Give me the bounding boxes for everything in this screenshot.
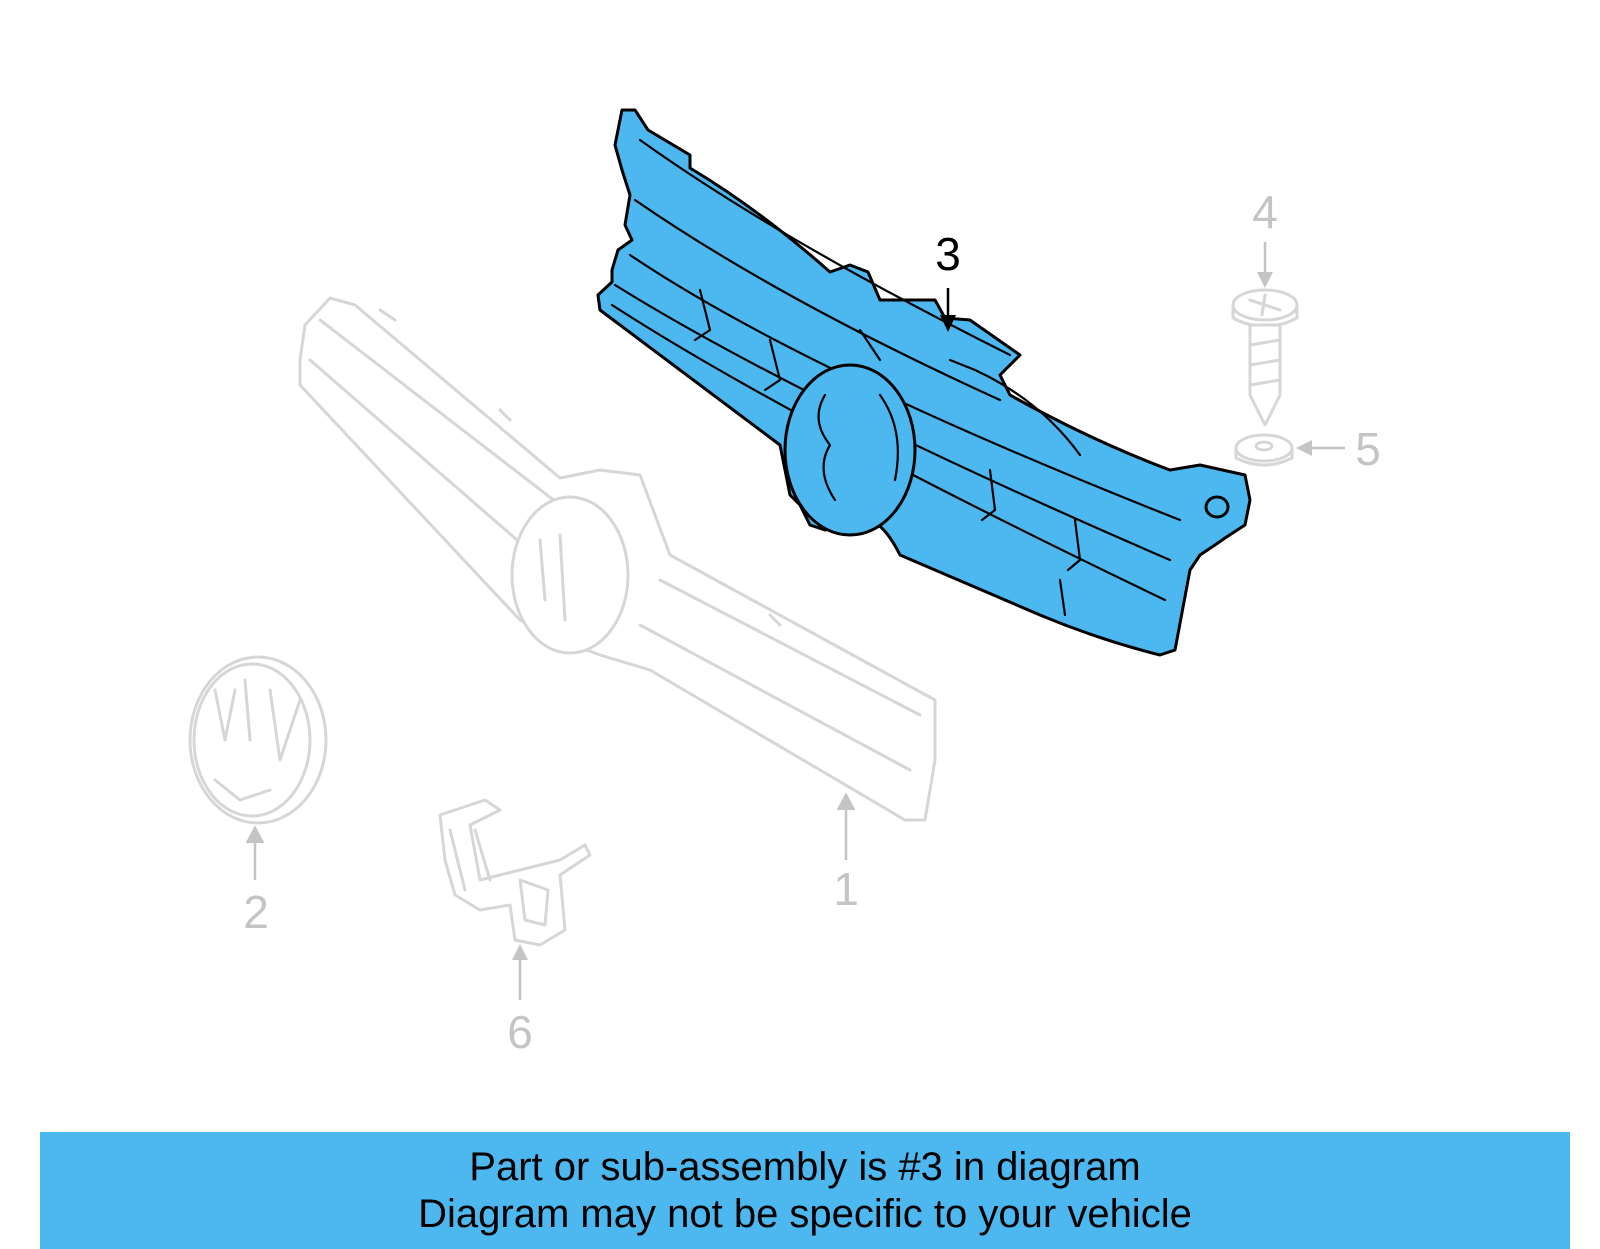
part-3-upper-grille [596, 108, 1252, 657]
part-2-emblem [188, 655, 328, 825]
callout-label-2: 2 [243, 886, 269, 938]
callout-part-1: 1 [833, 792, 859, 915]
callout-label-6: 6 [507, 1006, 533, 1058]
part-1-grille-frame [298, 296, 937, 822]
callout-part-6: 6 [507, 944, 533, 1058]
part-6-v6-badge [438, 798, 592, 947]
callout-label-5: 5 [1355, 423, 1381, 475]
callout-part-5: 5 [1296, 423, 1381, 475]
callout-part-3: 3 [935, 228, 961, 332]
part-4-screw [1231, 288, 1299, 427]
part-5-washer [1234, 433, 1294, 467]
banner-line-1: Part or sub-assembly is #3 in diagram [469, 1145, 1141, 1189]
callout-label-1: 1 [833, 863, 859, 915]
callout-part-4: 4 [1252, 186, 1278, 288]
banner-line-2: Diagram may not be specific to your vehi… [418, 1192, 1192, 1236]
callout-label-3: 3 [935, 228, 961, 280]
callout-label-4: 4 [1252, 186, 1278, 238]
notice-banner: Part or sub-assembly is #3 in diagram Di… [40, 1132, 1570, 1249]
callout-part-2: 2 [243, 825, 269, 938]
